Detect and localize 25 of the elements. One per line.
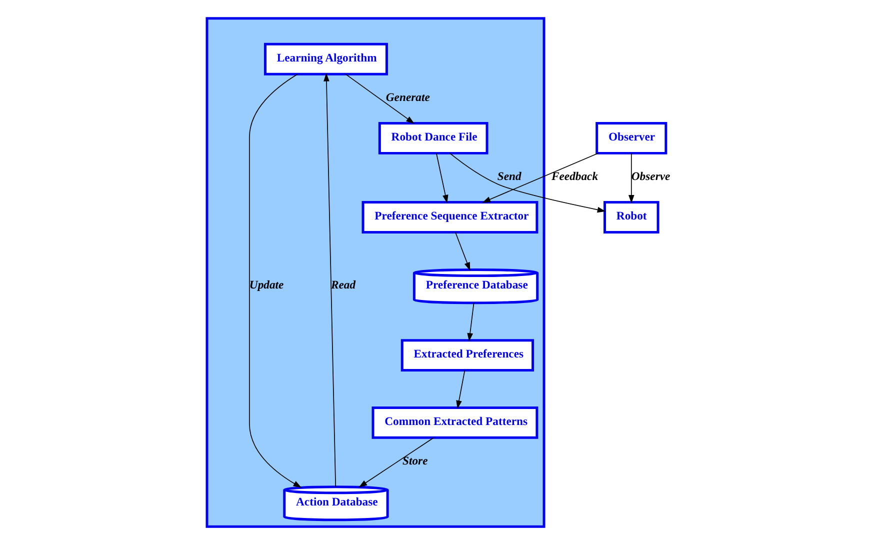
arrow bbox=[466, 302, 474, 342]
arrow bbox=[344, 74, 414, 124]
edge-label: Store bbox=[402, 454, 428, 468]
edge-label: Generate bbox=[385, 90, 430, 104]
cluster bbox=[205, 17, 545, 528]
node-box: Learning Algorithm bbox=[264, 42, 388, 76]
node-box: Preference Sequence Extractor bbox=[361, 201, 538, 234]
arrow bbox=[482, 152, 598, 203]
edge-label: Read bbox=[330, 278, 356, 292]
arrow bbox=[435, 152, 448, 204]
node-box: Extracted Preferences bbox=[400, 339, 534, 372]
arrow bbox=[248, 74, 302, 488]
arrow bbox=[449, 152, 606, 213]
arrow bbox=[456, 370, 465, 409]
node-box: Common Extracted Patterns bbox=[371, 406, 538, 439]
edge-label: Send bbox=[496, 170, 521, 183]
edge-label: Update bbox=[248, 278, 284, 292]
arrow bbox=[454, 232, 470, 271]
node-box: Observer bbox=[595, 122, 667, 154]
arrow bbox=[628, 152, 634, 204]
arrow bbox=[358, 437, 434, 488]
edge-label: Feedback bbox=[551, 170, 598, 183]
arrow bbox=[323, 72, 336, 488]
node-box: Robot bbox=[603, 201, 659, 234]
node-box: Robot Dance File bbox=[378, 122, 488, 154]
